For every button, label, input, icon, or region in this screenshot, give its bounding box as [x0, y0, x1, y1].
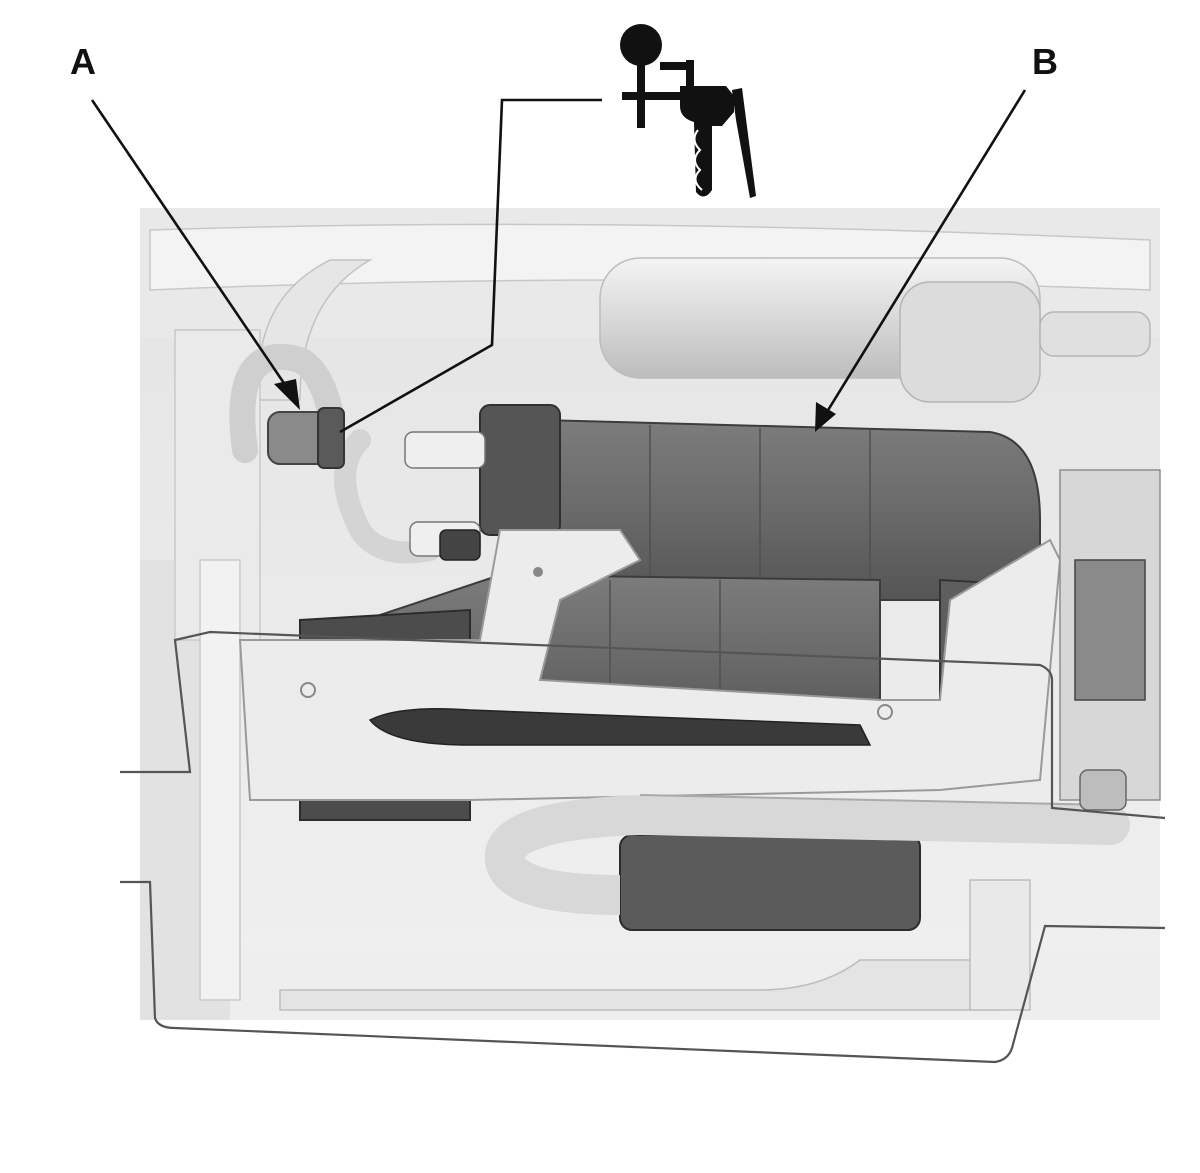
purge-hose: [229, 343, 441, 564]
tool-hose-line: [339, 98, 602, 434]
callout-label-b: B: [1032, 41, 1058, 82]
callout-leaders: [90, 89, 1027, 434]
leader-line-b: [820, 89, 1027, 421]
leader-line-a: [90, 99, 294, 396]
connector-a: [267, 407, 345, 469]
arrowhead-b: [815, 402, 836, 432]
vacuum-pump-gauge-icon: [620, 24, 756, 198]
outline-frame: [120, 630, 1166, 1064]
mounting-bracket: [238, 529, 1062, 801]
lower-u-pipe: [279, 794, 1130, 1011]
right-connector-block: [1059, 469, 1161, 811]
callout-label-a: A: [70, 41, 96, 82]
arrowhead-a: [274, 379, 300, 410]
